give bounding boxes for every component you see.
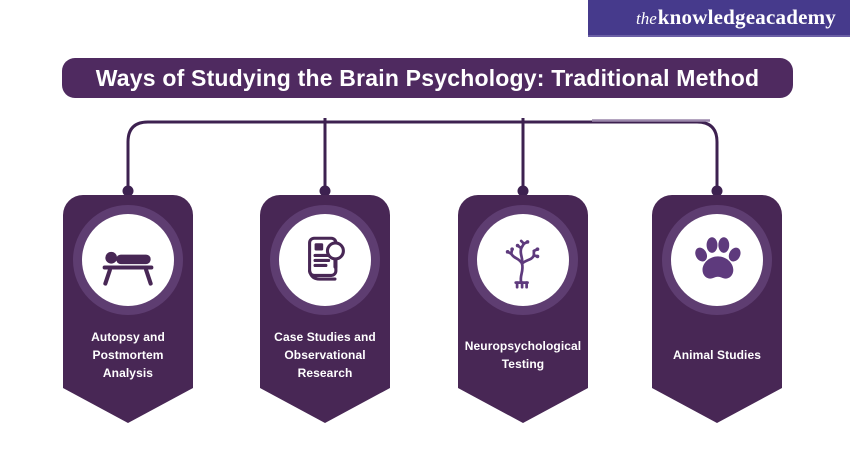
logo-main: knowledgeacademy [657, 5, 836, 29]
icon-circle [279, 214, 371, 306]
knowledge-academy-logo: theknowledgeacademy [636, 7, 836, 28]
banner-label: Neuropsychological Testing [464, 339, 582, 371]
icon-circle [477, 214, 569, 306]
banner-animal-studies: Animal Studies [652, 195, 782, 423]
logo-the: the [636, 9, 657, 28]
page-title: Ways of Studying the Brain Psychology: T… [62, 58, 793, 98]
connector-outer [126, 120, 719, 191]
banner-case-studies: Case Studies and Observational Research [260, 195, 390, 423]
neuron-icon [505, 239, 540, 289]
icon-circle [82, 214, 174, 306]
paw-print-icon [695, 237, 741, 279]
icon-circle-ring [662, 205, 772, 315]
icon-circle-ring [73, 205, 183, 315]
icon-circle [671, 214, 763, 306]
icon-circle-ring [468, 205, 578, 315]
case-study-magnifier-icon [308, 236, 345, 281]
banner-neuropsych: Neuropsychological Testing [458, 195, 588, 423]
brand-header-bar: theknowledgeacademy [588, 0, 850, 37]
autopsy-table-icon [102, 251, 154, 286]
banner-label: Case Studies and Observational Research [274, 330, 376, 380]
banner-label: Autopsy and Postmortem Analysis [91, 330, 165, 380]
connector-dots [122, 185, 723, 197]
banner-label: Animal Studies [672, 348, 762, 362]
banner-autopsy: Autopsy and Postmortem Analysis [63, 195, 193, 423]
icon-circle-ring [270, 205, 380, 315]
